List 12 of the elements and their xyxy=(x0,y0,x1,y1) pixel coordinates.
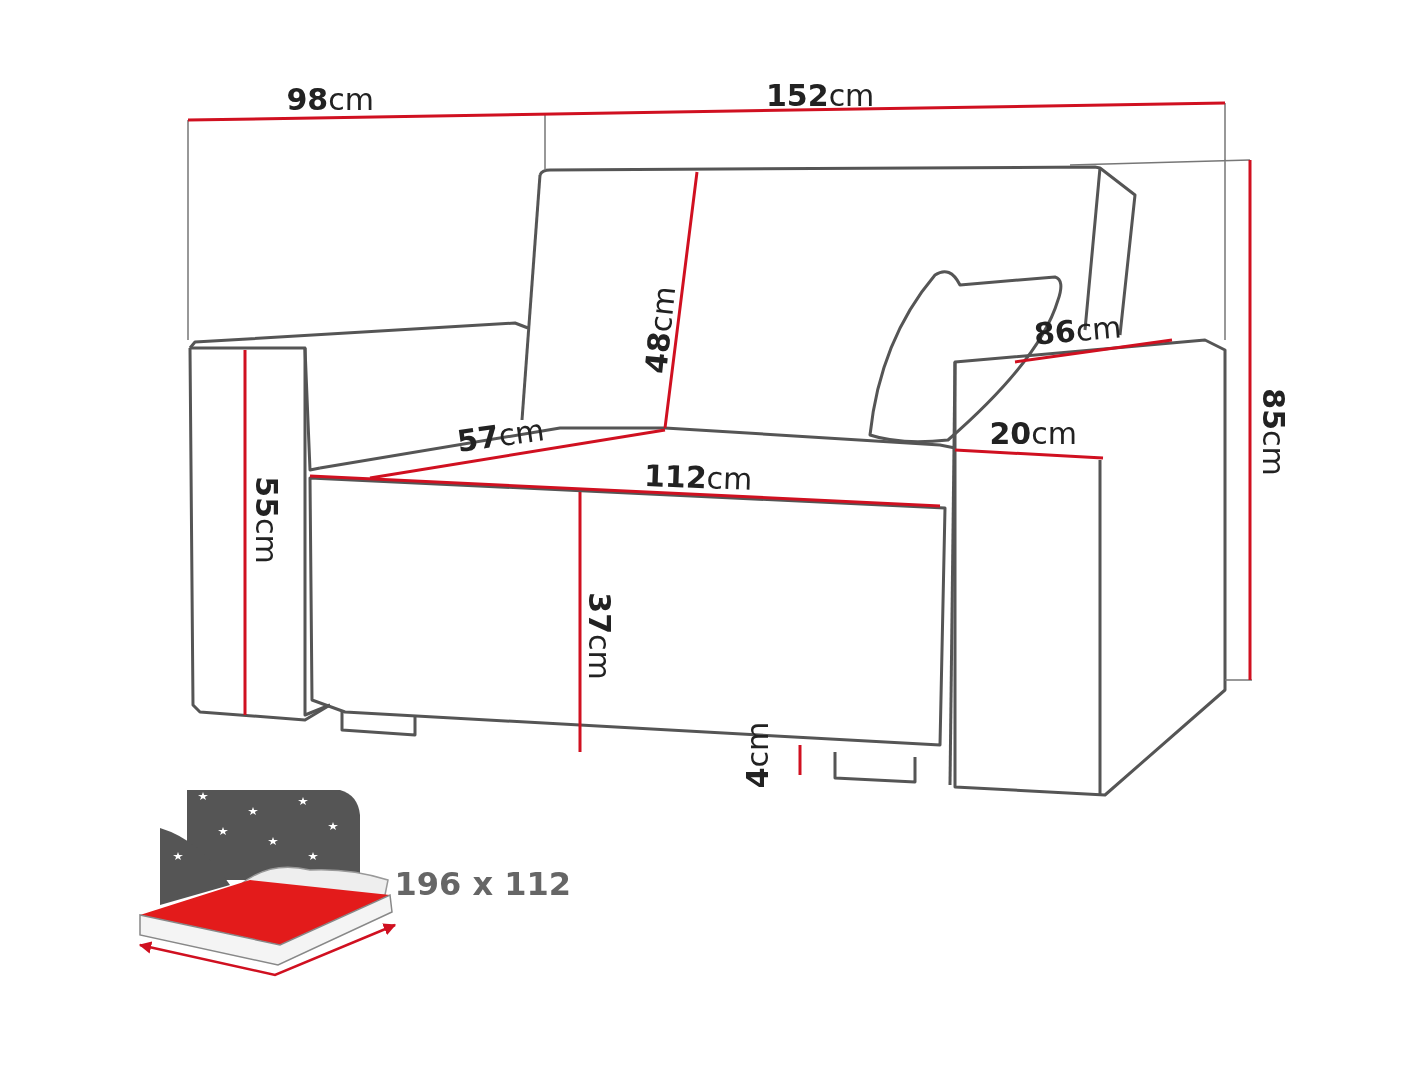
dimension-label: 85cm xyxy=(1257,388,1288,476)
dimension-label: 20cm xyxy=(989,419,1077,449)
dimension-label: 55cm xyxy=(250,476,281,564)
bed-size-label: 196 x 112 xyxy=(394,868,571,900)
dimension-label: 98cm xyxy=(286,85,374,115)
dimension-label: 4cm xyxy=(742,721,773,789)
dimension-label: 112cm xyxy=(643,461,753,495)
dimension-label: 37cm xyxy=(583,592,614,680)
dimension-label: 57cm xyxy=(454,415,546,457)
dimension-label: 152cm xyxy=(766,81,875,111)
dimension-label: 48cm xyxy=(640,284,680,376)
dimension-label: 86cm xyxy=(1032,312,1123,350)
